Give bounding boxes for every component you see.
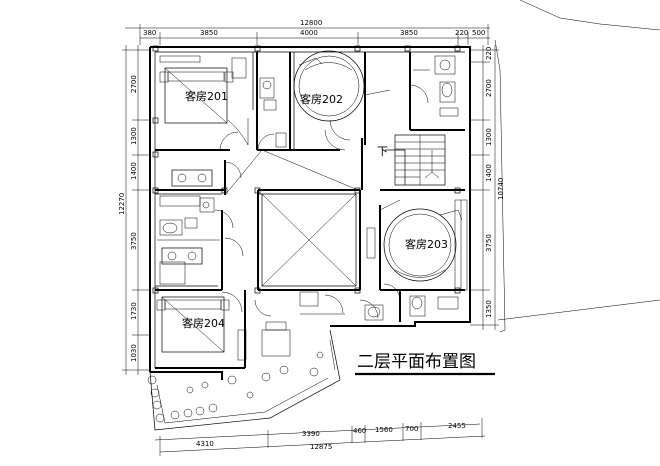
room-203 (359, 199, 468, 321)
drawing-title: 二层平面布置图 (357, 352, 476, 372)
top-total-label: 12800 (300, 19, 322, 27)
terrace-planting (147, 329, 341, 431)
bottom-seg-4: 1560 (375, 426, 393, 434)
top-seg-2: 3850 (200, 29, 218, 37)
right-seg-6: 1350 (485, 300, 493, 318)
bottom-seg-1: 4310 (196, 440, 214, 448)
right-seg-2: 2700 (485, 79, 493, 97)
bottom-total-label: 12875 (310, 443, 332, 451)
service-band-left (157, 161, 244, 285)
central-void (224, 149, 359, 287)
outer-walls (149, 46, 471, 380)
left-dimension-chain: 12270 2700 1300 1400 3750 1730 1030 (118, 45, 150, 375)
bottom-seg-2: 3390 (302, 430, 320, 438)
right-dimension-chain: 10740 220 2700 1300 1400 3750 1350 (470, 45, 505, 330)
top-dimension-chain: 12800 380 3850 4000 3850 220 500 (125, 19, 490, 45)
right-total-label: 10740 (497, 178, 505, 200)
bottom-seg-5: 700 (405, 425, 418, 433)
room-label-202: 客房202 (300, 92, 343, 106)
right-seg-4: 1400 (485, 164, 493, 182)
bottom-seg-6: 2455 (448, 422, 466, 430)
stair-down-label: 下 (377, 145, 388, 158)
top-seg-1: 380 (143, 29, 156, 37)
right-seg-3: 1300 (485, 128, 493, 146)
bath-top-right (409, 55, 459, 117)
top-seg-6: 500 (472, 29, 485, 37)
left-seg-3: 1400 (130, 162, 138, 180)
left-seg-2: 1300 (130, 127, 138, 145)
staircase (385, 134, 446, 186)
room-label-201: 客房201 (185, 89, 228, 103)
room-204 (156, 291, 345, 361)
inner-wall-faces (155, 52, 357, 287)
left-total-label: 12270 (118, 193, 126, 215)
structural-columns (152, 45, 461, 294)
bottom-dimension-chain: 4310 3390 460 1560 700 2455 12875 (154, 418, 486, 456)
room-label-204: 客房204 (182, 316, 225, 330)
top-seg-5: 220 (455, 29, 468, 37)
room-201 (159, 55, 287, 151)
right-seg-5: 3750 (485, 234, 493, 252)
left-seg-5: 1730 (130, 302, 138, 320)
room-label-203: 客房203 (405, 237, 448, 251)
left-seg-1: 2700 (130, 75, 138, 93)
top-seg-3: 4000 (300, 29, 318, 37)
left-seg-6: 1030 (130, 344, 138, 362)
room-202 (293, 50, 391, 151)
right-seg-1: 220 (485, 47, 493, 60)
top-seg-4: 3850 (400, 29, 418, 37)
left-seg-4: 3750 (130, 232, 138, 250)
bottom-seg-3: 460 (353, 427, 366, 435)
